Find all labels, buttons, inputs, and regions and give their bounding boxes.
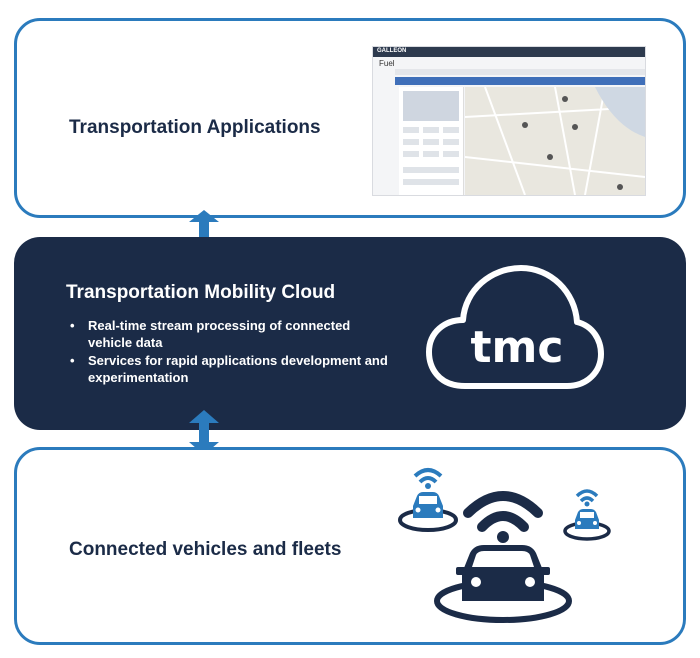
screenshot-header: GALLEON [373,47,645,57]
screenshot-cell [443,127,459,133]
map-roads-icon [464,86,645,195]
screenshot-page-title: Fuel [379,59,395,68]
connected-car-icon [398,468,458,532]
screenshot-cell [403,179,459,185]
feature-text: Real-time stream processing of connected… [88,318,351,350]
screenshot-cell [423,139,439,145]
double-arrow-icon [189,410,219,455]
feature-list: • Real-time stream processing of connecte… [66,317,396,387]
screenshot-cell [403,167,459,173]
mobility-cloud-title: Transportation Mobility Cloud [66,282,336,303]
feature-item: • Real-time stream processing of connecte… [66,317,396,351]
vehicles-layer: Connected vehicles and fleets [14,447,686,645]
feature-item: • Services for rapid applications develop… [66,352,396,386]
wifi-signal-icon [413,468,443,478]
connected-car-icon [563,489,611,541]
screenshot-cell [443,151,459,157]
cloud-label: tmc [471,322,564,373]
wifi-signal-icon [463,491,543,518]
screenshot-cell [423,151,439,157]
screenshot-minimap [403,91,459,121]
screenshot-side-panel [399,87,464,195]
app-screenshot: GALLEON Fuel [372,46,646,196]
mobility-cloud-layer: Transportation Mobility Cloud • Real-time… [14,237,686,430]
screenshot-nav-bar [395,77,645,85]
screenshot-map [464,86,645,195]
screenshot-cell [403,127,419,133]
screenshot-cell [423,127,439,133]
screenshot-cell [403,139,419,145]
screenshot-cell [443,139,459,145]
cloud-icon: tmc [426,265,604,389]
bullet-icon: • [70,353,75,368]
vehicles-title: Connected vehicles and fleets [69,539,342,560]
bullet-icon: • [70,318,75,333]
screenshot-toolbar [395,69,645,75]
screenshot-cell [403,151,419,157]
connected-car-icon [434,491,572,623]
screenshot-brand: GALLEON [377,48,407,54]
feature-text: Services for rapid applications developm… [88,353,388,385]
wifi-signal-icon [575,489,599,498]
applications-title: Transportation Applications [69,117,321,138]
